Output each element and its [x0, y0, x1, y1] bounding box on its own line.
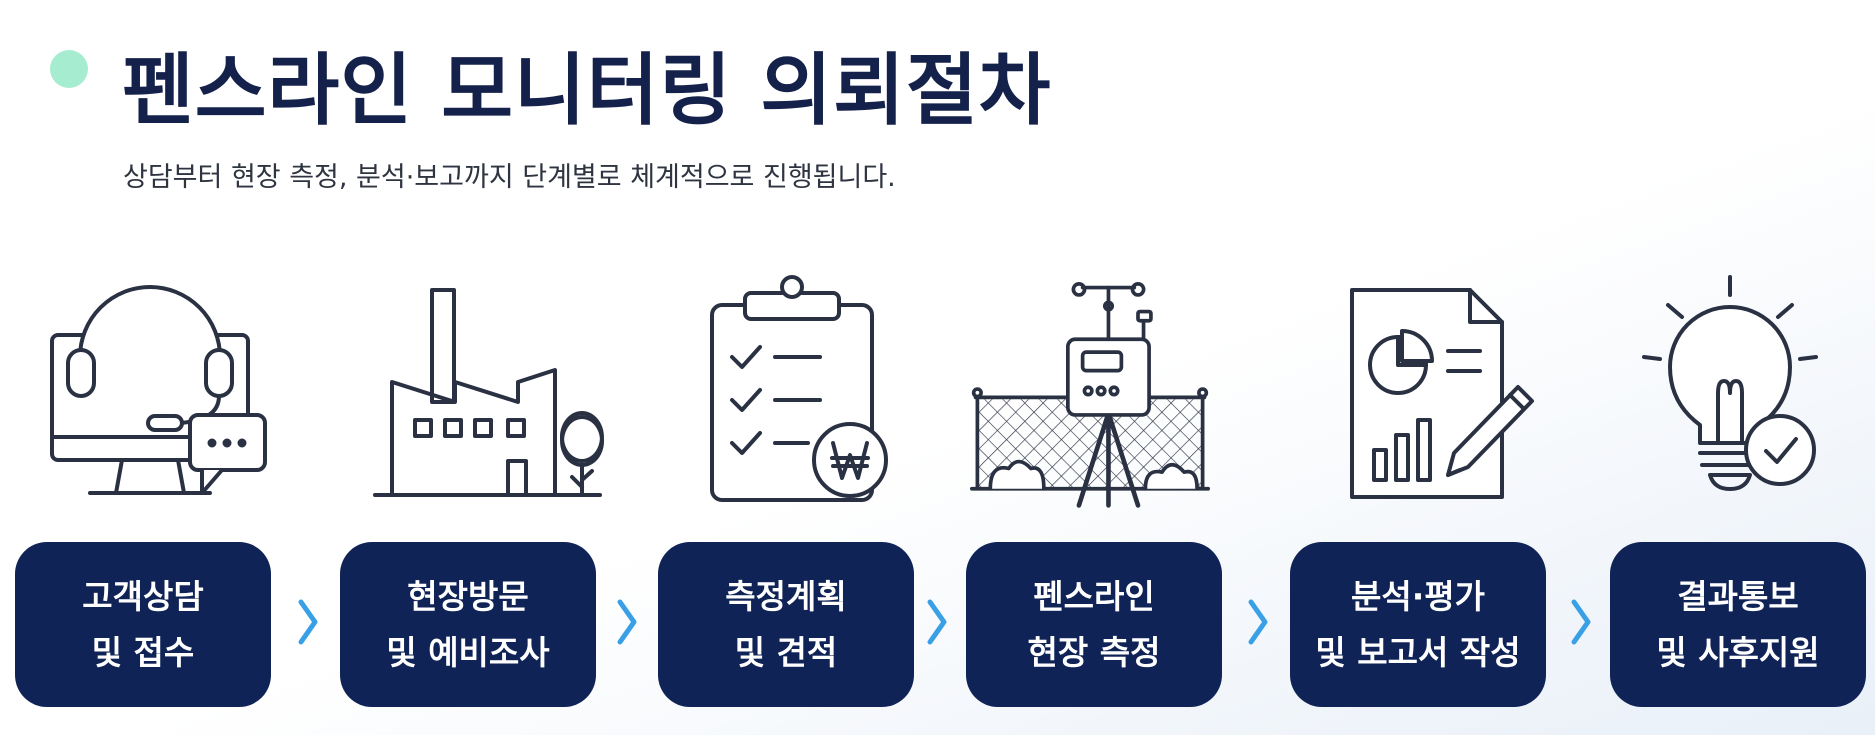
step-box-5: 분석·평가 및 보고서 작성 — [1290, 542, 1546, 707]
step-5-line2: 및 보고서 작성 — [1315, 632, 1521, 672]
chevron-right-icon — [298, 599, 318, 645]
page-subtitle: 상담부터 현장 측정, 분석·보고까지 단계별로 체계적으로 진행됩니다. — [123, 162, 896, 193]
step-box-6: 결과통보 및 사후지원 — [1610, 542, 1866, 707]
factory-icon — [370, 265, 610, 515]
step-6-line1: 결과통보 — [1677, 576, 1799, 616]
chevron-right-icon — [1248, 599, 1268, 645]
title-bullet-dot — [50, 50, 88, 88]
step-box-4: 펜스라인 현장 측정 — [966, 542, 1222, 707]
step-4-line1: 펜스라인 — [1033, 576, 1155, 616]
step-6-line2: 및 사후지원 — [1656, 632, 1820, 672]
chevron-right-icon — [617, 599, 637, 645]
step-3-line2: 및 견적 — [734, 632, 838, 672]
step-box-3: 측정계획 및 견적 — [658, 542, 914, 707]
clipboard-checklist-won-icon — [690, 265, 930, 515]
measurement-station-fence-icon — [970, 265, 1210, 515]
report-document-icon — [1340, 265, 1580, 515]
step-5-line1: 분석·평가 — [1351, 576, 1485, 616]
lightbulb-check-icon — [1630, 265, 1870, 515]
step-2-line2: 및 예비조사 — [386, 632, 550, 672]
step-3-line1: 측정계획 — [725, 576, 847, 616]
step-2-line1: 현장방문 — [407, 576, 529, 616]
step-box-1: 고객상담 및 접수 — [15, 542, 271, 707]
page-title: 펜스라인 모니터링 의뢰절차 — [122, 46, 1052, 136]
step-box-2: 현장방문 및 예비조사 — [340, 542, 596, 707]
chevron-right-icon — [927, 599, 947, 645]
step-4-line2: 현장 측정 — [1027, 632, 1161, 672]
step-1-line1: 고객상담 — [82, 576, 204, 616]
step-1-line2: 및 접수 — [91, 632, 195, 672]
headset-monitor-chat-icon — [30, 265, 270, 515]
chevron-right-icon — [1571, 599, 1591, 645]
